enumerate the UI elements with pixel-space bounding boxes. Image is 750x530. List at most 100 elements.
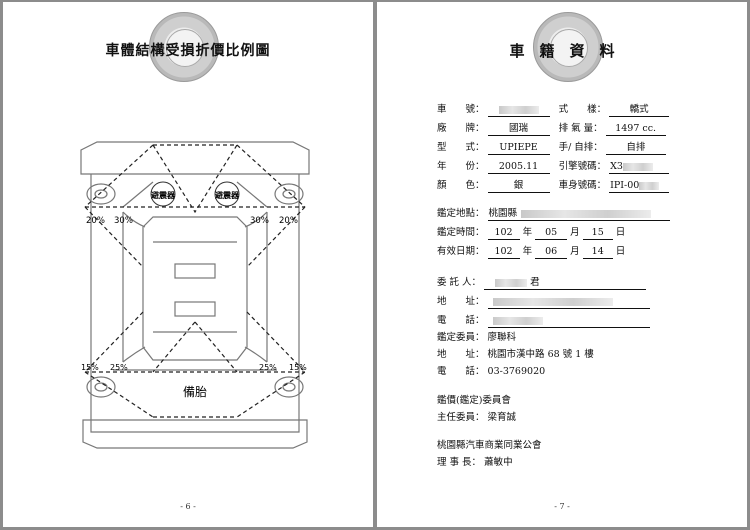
year-value: 2005.11 bbox=[487, 161, 550, 174]
shock-tower-right bbox=[214, 181, 240, 207]
color-label: 顏 色： bbox=[437, 180, 485, 191]
row-appraisal-time: 鑑定時間： 102 年 05 月 15 日 bbox=[437, 227, 737, 240]
row-plate-style: 車 號： 式 樣： 轎式 bbox=[437, 104, 737, 117]
valid-month: 06 bbox=[535, 246, 568, 259]
row-director: 理 事 長： 蕭敏中 bbox=[437, 457, 737, 469]
body-value: IPI-00 bbox=[609, 180, 670, 193]
pct-20-right: 20% bbox=[279, 216, 298, 226]
row-model-trans: 型 式： UPIEPE 手/ 自排： 自排 bbox=[437, 142, 737, 155]
rear-right-wheel bbox=[274, 376, 304, 398]
page-title: 車 籍 資 料 bbox=[509, 42, 615, 60]
color-value: 銀 bbox=[487, 180, 550, 193]
row-brand-displacement: 廠 牌： 國瑞 排 氣 量： 1497 cc. bbox=[437, 123, 737, 136]
unit-year: 年 bbox=[522, 246, 533, 257]
chair-value: 梁育誠 bbox=[487, 412, 517, 423]
row-office-phone: 電 話： 03-3769020 bbox=[437, 366, 737, 378]
seal-center bbox=[166, 29, 204, 67]
director-value: 蕭敏中 bbox=[484, 457, 513, 468]
pct-15-right: 15% bbox=[289, 363, 307, 372]
address-label: 地 址： bbox=[437, 296, 485, 307]
pct-25-left: 25% bbox=[110, 363, 128, 372]
plate-label: 車 號： bbox=[437, 104, 485, 115]
client-value: 君 bbox=[484, 277, 647, 290]
front-right-wheel bbox=[274, 183, 304, 205]
association-seal bbox=[533, 12, 603, 82]
shock-label-left: 避震器 bbox=[151, 190, 176, 200]
row-office-address: 地 址： 桃園市漢中路 68 號 1 樓 bbox=[437, 349, 737, 361]
phone-label: 電 話： bbox=[437, 315, 485, 326]
location-label: 鑑定地點： bbox=[437, 208, 485, 219]
plate-value-redacted bbox=[487, 104, 550, 117]
spare-tire-label: 備胎 bbox=[183, 384, 207, 399]
office-address-value: 桃園市漢中路 68 號 1 樓 bbox=[487, 349, 594, 360]
front-damage-zone bbox=[84, 144, 306, 268]
model-label: 型 式： bbox=[437, 142, 485, 153]
unit-month: 月 bbox=[570, 227, 580, 238]
office-address-label: 地 址： bbox=[437, 349, 485, 360]
pct-15-left: 15% bbox=[81, 363, 99, 372]
chair-label: 主任委員： bbox=[437, 412, 485, 423]
seal-center bbox=[550, 29, 588, 67]
director-label: 理 事 長： bbox=[437, 457, 482, 468]
rear-left-wheel bbox=[86, 376, 116, 398]
row-client-phone: 電 話： bbox=[437, 315, 737, 328]
style-value: 轎式 bbox=[609, 104, 670, 117]
appraisal-year: 102 bbox=[487, 227, 520, 240]
car-damage-diagram: 避震器 避震器 20% 30% 30% 20% 15% 25% 25% 15% … bbox=[80, 141, 310, 449]
shock-tower-left bbox=[150, 181, 176, 207]
trans-label: 手/ 自排： bbox=[558, 142, 603, 153]
front-left-wheel bbox=[86, 183, 116, 205]
brand-value: 國瑞 bbox=[487, 123, 550, 136]
unit-day: 日 bbox=[615, 246, 626, 257]
client-phone-redacted bbox=[487, 315, 650, 328]
cabin-frame bbox=[142, 216, 248, 361]
row-client-address: 地 址： bbox=[437, 296, 737, 309]
roof-panel-rear bbox=[174, 301, 216, 317]
row-appraiser: 鑑定委員： 廖聯科 bbox=[437, 332, 737, 344]
row-client: 委 託 人： 君 bbox=[437, 277, 737, 290]
appraisal-time-label: 鑑定時間： bbox=[437, 227, 485, 238]
appraiser-value: 廖聯科 bbox=[487, 332, 517, 343]
rear-bumper bbox=[82, 419, 308, 449]
valid-label: 有效日期： bbox=[437, 246, 485, 257]
model-value: UPIEPE bbox=[487, 142, 550, 155]
unit-year: 年 bbox=[522, 227, 533, 238]
association-seal bbox=[149, 12, 219, 82]
page-number: - 6 - bbox=[180, 502, 196, 511]
row-location: 鑑定地點： 桃園縣 bbox=[437, 208, 737, 221]
displacement-label: 排 氣 量： bbox=[558, 123, 603, 134]
left-page: 車體結構受損折價比例圖 bbox=[3, 2, 373, 527]
row-valid-date: 有效日期： 102 年 06 月 14 日 bbox=[437, 246, 737, 259]
style-label: 式 樣： bbox=[558, 104, 607, 115]
appraisal-month: 05 bbox=[535, 227, 568, 240]
valid-year: 102 bbox=[487, 246, 520, 259]
valid-day: 14 bbox=[582, 246, 613, 259]
page-title: 車體結構受損折價比例圖 bbox=[105, 43, 271, 59]
office-phone-label: 電 話： bbox=[437, 366, 485, 377]
trans-value: 自排 bbox=[605, 142, 666, 155]
engine-value: X3 bbox=[609, 161, 670, 174]
pct-25-right: 25% bbox=[259, 363, 277, 372]
pct-30-right: 30% bbox=[250, 216, 269, 226]
body-label: 車身號碼： bbox=[558, 180, 607, 191]
pct-30-left: 30% bbox=[114, 216, 133, 226]
roof-panel-front bbox=[174, 263, 216, 279]
displacement-value: 1497 cc. bbox=[605, 123, 666, 136]
row-year-engine: 年 份： 2005.11 引擎號碼： X3 bbox=[437, 161, 737, 174]
shock-label-right: 避震器 bbox=[215, 190, 240, 200]
brand-label: 廠 牌： bbox=[437, 123, 485, 134]
committee-title: 鑑價(鑑定)委員會 bbox=[437, 395, 511, 406]
row-chair: 主任委員： 梁育誠 bbox=[437, 412, 737, 424]
unit-day: 日 bbox=[615, 227, 626, 238]
year-label: 年 份： bbox=[437, 161, 485, 172]
client-label: 委 託 人： bbox=[437, 277, 482, 288]
association-name: 桃園縣汽車商業同業公會 bbox=[437, 440, 542, 451]
pct-20-left: 20% bbox=[86, 216, 105, 226]
location-value: 桃園縣 bbox=[487, 208, 670, 221]
right-page: 車 籍 資 料 車 號： 式 樣： 轎式 廠 牌： 國瑞 排 氣 量： 1497… bbox=[377, 2, 747, 527]
office-phone-value: 03-3769020 bbox=[487, 366, 546, 377]
appraiser-label: 鑑定委員： bbox=[437, 332, 485, 343]
client-address-redacted bbox=[487, 296, 650, 309]
front-bumper bbox=[80, 141, 310, 175]
unit-month: 月 bbox=[570, 246, 580, 257]
